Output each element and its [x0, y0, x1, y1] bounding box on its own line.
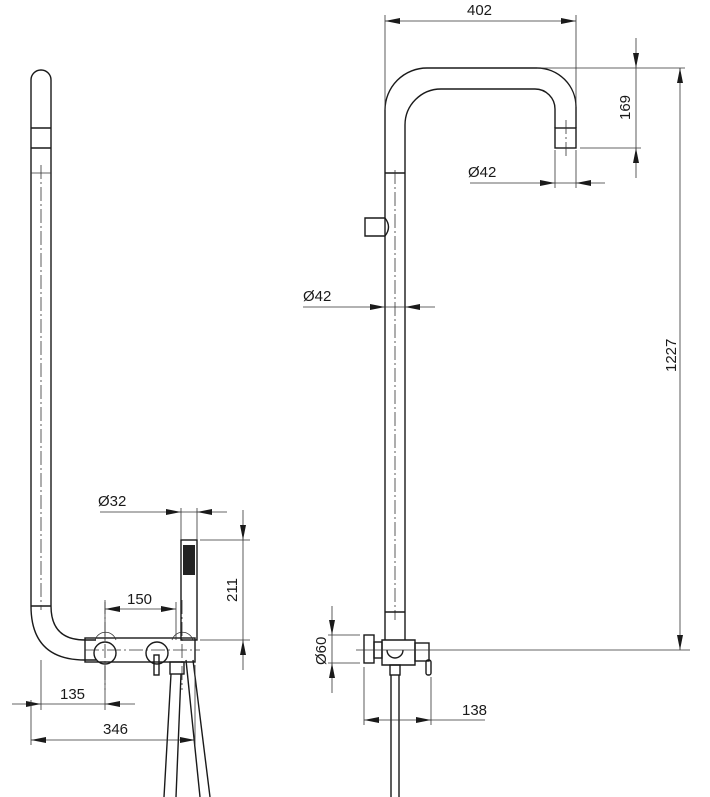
label-valve-diameter: Ø60 [313, 637, 330, 665]
label-head-arm-width: 402 [467, 2, 492, 19]
label-projection: 138 [462, 702, 487, 719]
label-total-height: 1227 [663, 339, 680, 372]
valve-knob [363, 634, 375, 664]
hand-shower-spray-face [183, 545, 195, 575]
diverter-knob [93, 641, 117, 665]
shower-head-outlet [554, 127, 577, 149]
hose-2 [185, 659, 211, 797]
label-pipe-diameter: Ø42 [303, 288, 331, 305]
mixer-lever [153, 654, 160, 676]
label-mixer-spacing: 150 [127, 591, 152, 608]
hand-shower-holder [364, 217, 390, 237]
label-pipe-to-mixer: 135 [60, 686, 85, 703]
column-outer [384, 67, 577, 640]
dim-valve-diameter: Ø60 [313, 606, 360, 693]
dim-projection: 138 [363, 667, 487, 725]
dim-total-height: 1227 [663, 68, 683, 650]
dim-pipe-diameter: Ø42 [303, 288, 435, 310]
dim-pipe-to-mixer: 135 [12, 660, 135, 710]
hose-1 [163, 673, 182, 797]
label-head-drop: 169 [617, 95, 634, 120]
dim-head-drop: 169 [537, 38, 685, 178]
dim-overall-width: 346 [30, 665, 196, 745]
valve-handle-base [414, 642, 430, 662]
dim-mixer-spacing: 150 [104, 591, 177, 640]
valve-body [381, 639, 416, 666]
label-hand-shower-height: 211 [224, 578, 241, 602]
elbow-inner [50, 605, 96, 641]
hose-outlet [169, 661, 185, 675]
label-overall-width: 346 [103, 721, 128, 738]
dim-head-arm-width: 402 [384, 2, 577, 110]
column-inner [404, 88, 556, 640]
dim-hand-shower-diameter: Ø32 [98, 493, 227, 540]
elbow-outer [30, 605, 96, 661]
label-outlet-diameter: Ø42 [468, 164, 496, 181]
dim-outlet-diameter: Ø42 [468, 150, 605, 188]
mixer-handle-base [145, 641, 169, 665]
dim-hand-shower-height: 211 [200, 510, 250, 670]
hand-shower [180, 539, 198, 641]
right-view-shower-column [356, 67, 690, 797]
column-pipe [30, 69, 52, 606]
valve-lever [425, 659, 432, 676]
left-view-shower-column [30, 69, 211, 797]
label-hand-shower-diameter: Ø32 [98, 493, 126, 510]
